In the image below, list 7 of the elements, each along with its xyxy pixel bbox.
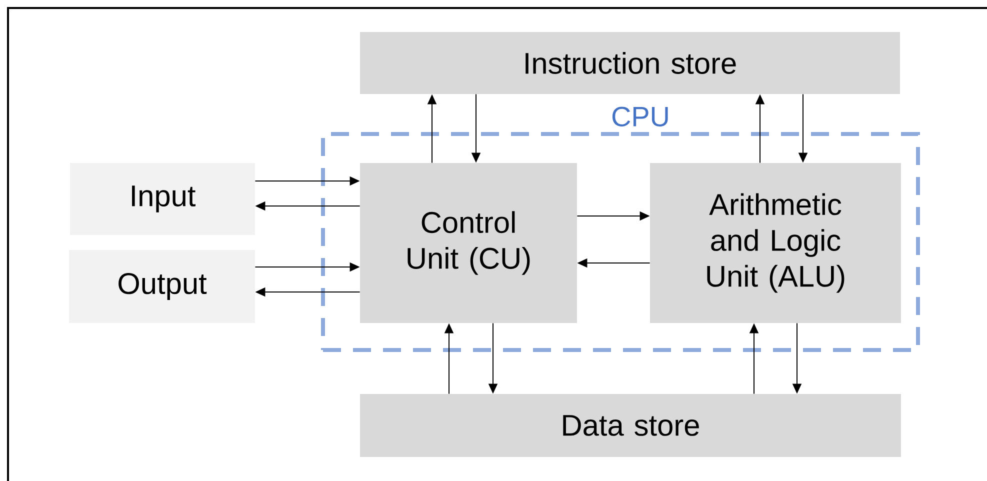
io-box: Input (70, 163, 255, 235)
io-box: Output (69, 250, 255, 323)
group-label: CPU (612, 106, 668, 126)
unit-box: Arithmetic and Logic Unit (ALU) (650, 163, 901, 323)
store-box: Instruction store (360, 32, 900, 94)
unit-box: Control Unit (CU) (360, 163, 577, 323)
store-box: Data store (360, 394, 901, 457)
